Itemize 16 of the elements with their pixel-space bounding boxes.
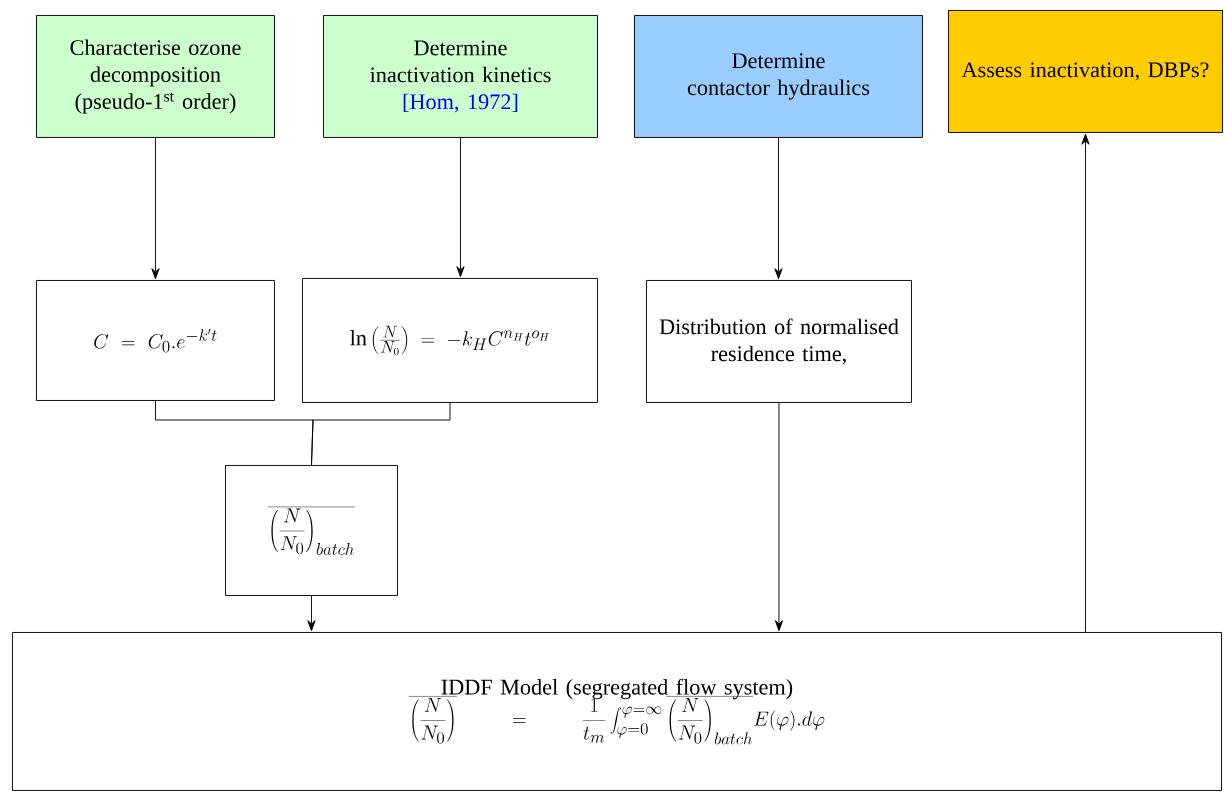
process-box: Distribution of normalised residence time, [646,280,912,403]
formula-box: $C = C_0 . e^{-k't}$ [36,280,275,401]
process-box: Characterise ozone decomposition (pseudo-1$^{st}$ order) [36,15,275,138]
formula-box: $\ln\left(\frac{N}{N_0}\right) = -k_H C^{n_H} t^{o_H}$ [302,278,598,403]
arrow [456,137,465,278]
arrow [774,402,784,632]
model-box: IDDF Model (segregated flow system) $\overline{\left(\frac{N}{N_0}\right)} = \frac{1}{t_m}\int_{\varphi=0}^{\varphi=\infty}\overline{\left(\frac{N}{N_0}\right)_{batch}} E(\varphi).d\varphi$ [12,632,1222,791]
arrow [307,595,316,632]
arrow [774,137,783,280]
arrow [1081,133,1090,633]
connector-line [311,402,451,466]
arrow [151,137,160,280]
process-box: Determine contactor hydraulics [634,15,923,138]
process-box: Determine inactivation kinetics [Hom, 1972] [323,15,598,138]
process-box: Assess inactivation, DBPs? [948,10,1223,133]
formula-box: $\overline{\left(\frac{N}{N_0}\right)_{batch}}$ [225,465,398,596]
